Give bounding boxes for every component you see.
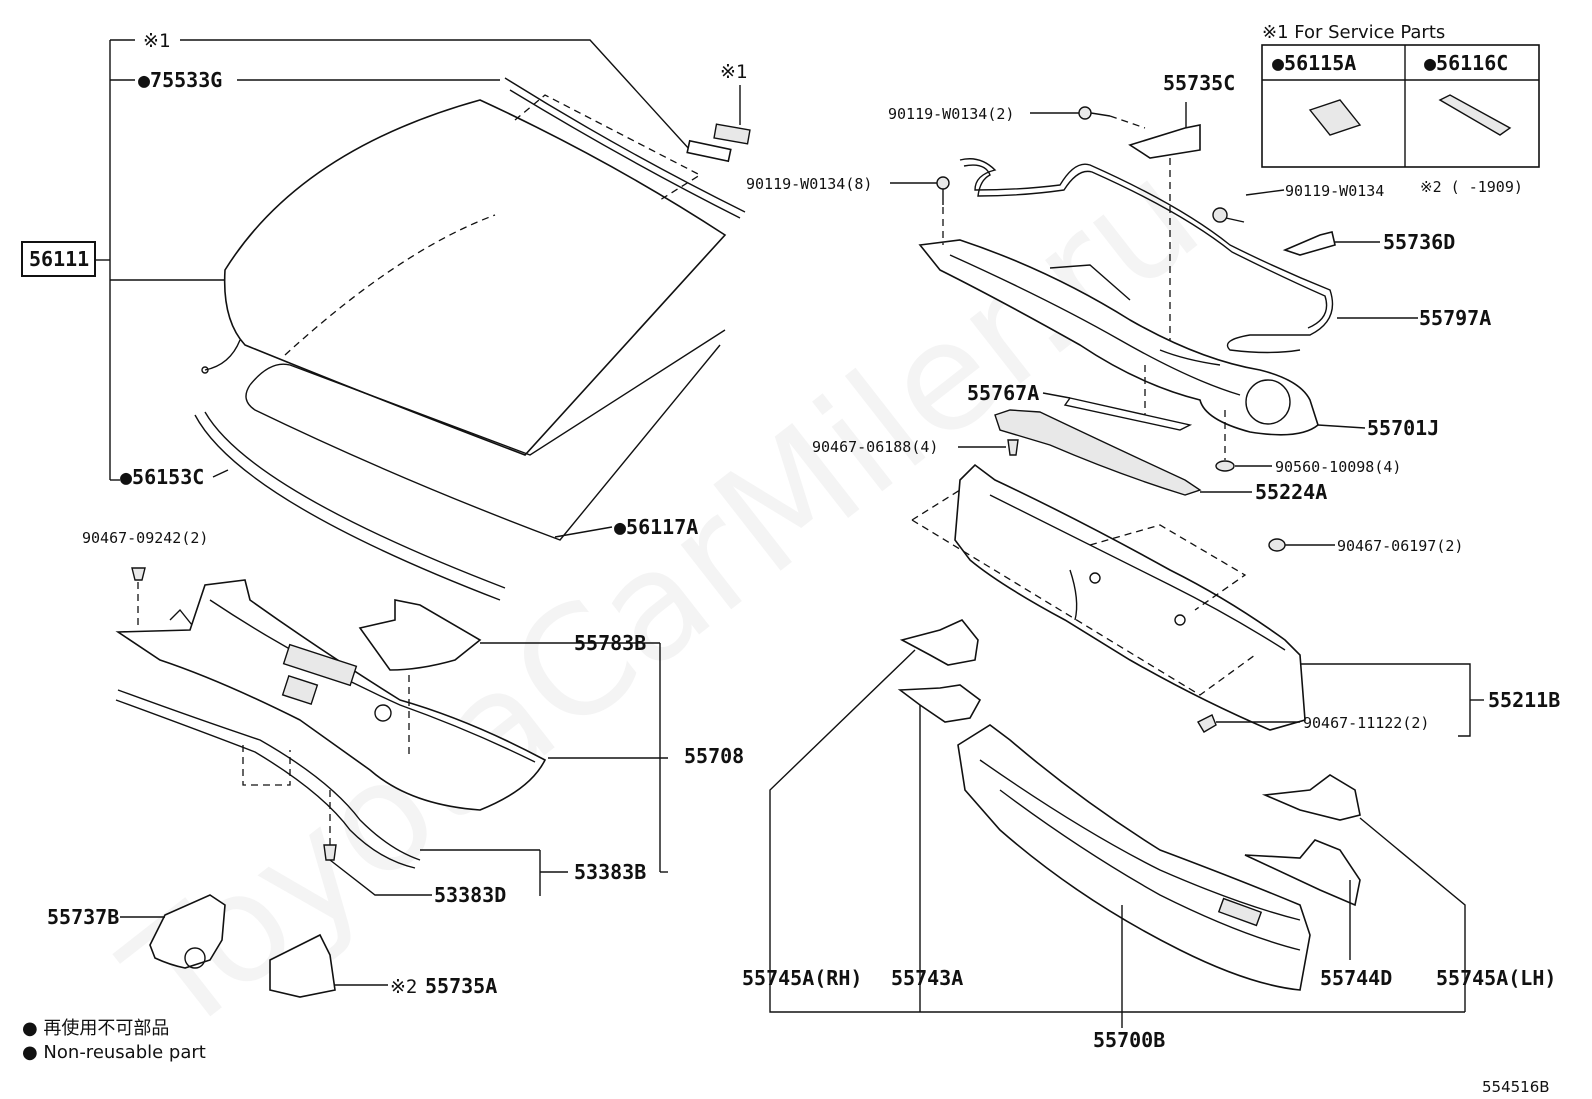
panel-55224A: [994, 409, 1252, 496]
bracket-55745A-LH: [1261, 774, 1361, 821]
label-90467-06197[interactable]: 90467-06197(2): [1337, 537, 1463, 555]
bracket-55744D: [1244, 839, 1361, 907]
clip-90467-09242: [131, 567, 146, 628]
seal-55767A: [1042, 365, 1193, 431]
diagram-id: 554516B: [1482, 1078, 1550, 1096]
label-90560-10098[interactable]: 90560-10098(4): [1275, 458, 1401, 476]
label-55736D[interactable]: 55736D: [1383, 230, 1455, 254]
washer-90560: [1215, 410, 1272, 472]
leaders-55211B: [1300, 663, 1484, 737]
label-55735A[interactable]: 55735A: [425, 974, 497, 998]
dash-panel-55211B: [911, 463, 1306, 731]
label-55735C[interactable]: 55735C: [1163, 71, 1235, 95]
hood-seal-53383B: [115, 689, 421, 869]
label-90119-W0134[interactable]: 90119-W0134: [1285, 182, 1384, 200]
label-55797A[interactable]: 55797A: [1419, 306, 1491, 330]
bracket-56111: [95, 39, 691, 538]
part-55737B: [120, 894, 226, 969]
part-55735A: [269, 933, 388, 998]
bracket-55745A-RH: [899, 619, 979, 666]
leaders-left-cowl: [329, 643, 668, 896]
label-90467-11122[interactable]: 90467-11122(2): [1303, 714, 1429, 732]
clip-90467-11122: [1197, 714, 1300, 733]
windshield-glass: [201, 99, 727, 456]
legend-nonreusable-en: ● Non-reusable part: [22, 1042, 206, 1063]
bracket-55735C: [1128, 102, 1201, 340]
cowl-seal-55783B: [358, 599, 660, 671]
label-55224A[interactable]: 55224A: [1255, 480, 1327, 504]
service-parts-box: [1261, 44, 1540, 168]
label-55743A[interactable]: 55743A: [891, 966, 963, 990]
cowl-panel-55701J: [918, 239, 1319, 436]
bracket-55743A: [897, 684, 982, 723]
label-53383B[interactable]: 53383B: [574, 860, 646, 884]
label-55783B[interactable]: 55783B: [574, 631, 646, 655]
label-note-ref-2: ※2: [390, 976, 417, 998]
label-90467-06188[interactable]: 90467-06188(4): [812, 438, 938, 456]
legend-nonreusable-jp: ● 再使用不可部品: [22, 1018, 169, 1039]
service-part-56116C[interactable]: ●56116C: [1424, 51, 1508, 75]
side-strip-56153C: [194, 411, 506, 601]
label-75533G[interactable]: ●75533G: [138, 68, 222, 92]
label-55700B[interactable]: 55700B: [1093, 1028, 1165, 1052]
bolt-90119-8: [890, 176, 950, 245]
hose-55797A: [959, 158, 1418, 354]
leaders-55700B: [769, 649, 1466, 1028]
label-55744D[interactable]: 55744D: [1320, 966, 1392, 990]
cowl-top-55708: [115, 579, 547, 811]
label-90119-W0134-2[interactable]: 90119-W0134(2): [888, 105, 1014, 123]
label-55745A-RH[interactable]: 55745A(RH): [742, 966, 862, 990]
label-note-ref-1-b: ※1: [720, 61, 747, 83]
label-note-ref-1: ※1: [143, 30, 170, 52]
label-55211B[interactable]: 55211B: [1488, 688, 1560, 712]
cowl-lower-55700B: [957, 724, 1311, 991]
clip-90467-06188: [958, 439, 1019, 456]
service-clip-part: [686, 85, 751, 163]
lower-seal-56117A: [245, 329, 726, 541]
clip-90467-06197: [1268, 538, 1335, 552]
label-55708[interactable]: 55708: [684, 744, 744, 768]
label-56117A[interactable]: ●56117A: [614, 515, 698, 539]
label-55745A-LH[interactable]: 55745A(LH): [1436, 966, 1556, 990]
label-90119-W0134-8[interactable]: 90119-W0134(8): [746, 175, 872, 193]
label-56111[interactable]: 56111: [29, 247, 89, 271]
label-55701J[interactable]: 55701J: [1367, 416, 1439, 440]
service-parts-title: ※1 For Service Parts: [1262, 22, 1445, 43]
label-55767A[interactable]: 55767A: [967, 381, 1039, 405]
label-56153C[interactable]: ●56153C: [120, 465, 204, 489]
top-moulding-75533G: [504, 77, 746, 219]
label-90467-09242[interactable]: 90467-09242(2): [82, 529, 208, 547]
highlight-box-56111: [21, 241, 96, 277]
bracket-55736D: [1282, 231, 1380, 256]
label-53383D[interactable]: 53383D: [434, 883, 506, 907]
bolt-90119: [1212, 189, 1285, 223]
service-part-56115A[interactable]: ●56115A: [1272, 51, 1356, 75]
label-55737B[interactable]: 55737B: [47, 905, 119, 929]
bolt-90119-2: [1030, 106, 1146, 129]
service-note-2: ※2 ( -1909): [1420, 178, 1523, 196]
